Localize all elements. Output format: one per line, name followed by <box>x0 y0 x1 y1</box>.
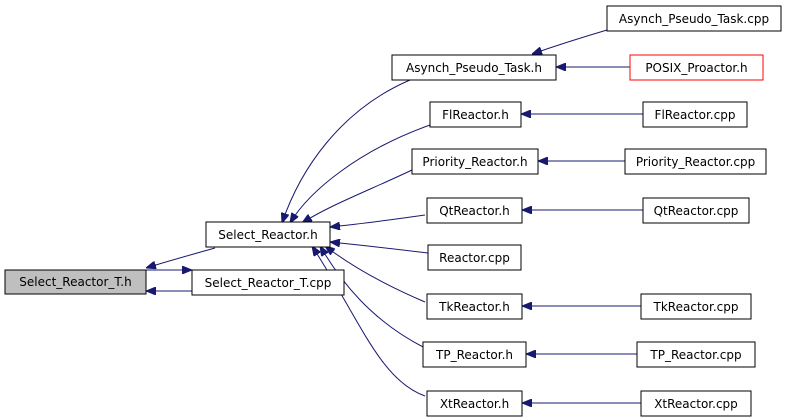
nodes: Select_Reactor_T.h Select_Reactor.h Sele… <box>4 5 782 417</box>
edge-asynch-pseudo-task-h-to-select-reactor-h <box>282 79 411 223</box>
node-qtreactor-cpp[interactable]: QtReactor.cpp <box>642 197 750 224</box>
node-tp-reactor-h[interactable]: TP_Reactor.h <box>422 341 527 368</box>
node-label: POSIX_Proactor.h <box>645 61 747 75</box>
node-label: TkReactor.cpp <box>653 300 739 314</box>
node-asynch-pseudo-task-cpp[interactable]: Asynch_Pseudo_Task.cpp <box>606 5 782 32</box>
node-label: Select_Reactor.h <box>218 228 317 242</box>
node-label: QtReactor.h <box>439 204 510 218</box>
edge-xtreactor-h-to-select-reactor-h <box>312 246 426 397</box>
node-label: FlReactor.h <box>442 108 509 122</box>
node-select-reactor-t-cpp[interactable]: Select_Reactor_T.cpp <box>191 269 345 296</box>
edges <box>146 29 643 403</box>
node-label: TkReactor.h <box>438 300 510 314</box>
node-label: Asynch_Pseudo_Task.h <box>406 61 542 75</box>
node-tkreactor-h[interactable]: TkReactor.h <box>426 293 523 320</box>
node-xtreactor-cpp[interactable]: XtReactor.cpp <box>640 390 752 417</box>
node-reactor-cpp[interactable]: Reactor.cpp <box>427 244 522 271</box>
node-xtreactor-h[interactable]: XtReactor.h <box>426 390 523 417</box>
node-select-reactor-t-h[interactable]: Select_Reactor_T.h <box>4 269 147 295</box>
node-label: XtReactor.h <box>440 397 509 411</box>
node-flreactor-cpp[interactable]: FlReactor.cpp <box>642 101 748 128</box>
edge-asynch-pseudo-task-cpp-to-asynch-pseudo-task-h <box>532 29 608 54</box>
node-priority-reactor-cpp[interactable]: Priority_Reactor.cpp <box>624 148 767 175</box>
node-asynch-pseudo-task-h[interactable]: Asynch_Pseudo_Task.h <box>391 54 557 81</box>
node-label: Select_Reactor_T.cpp <box>205 276 332 290</box>
node-label: Asynch_Pseudo_Task.cpp <box>619 12 769 26</box>
node-select-reactor-h[interactable]: Select_Reactor.h <box>205 221 331 248</box>
node-label: TP_Reactor.h <box>435 348 513 362</box>
node-label: Select_Reactor_T.h <box>19 275 131 289</box>
edge-reactor-cpp-to-select-reactor-h <box>330 242 429 254</box>
node-qtreactor-h[interactable]: QtReactor.h <box>426 197 523 224</box>
node-label: XtReactor.cpp <box>654 397 738 411</box>
edge-tkreactor-h-to-select-reactor-h <box>325 246 426 303</box>
node-flreactor-h[interactable]: FlReactor.h <box>429 101 522 128</box>
edge-tp-reactor-h-to-select-reactor-h <box>320 246 426 349</box>
node-label: Priority_Reactor.cpp <box>636 155 755 169</box>
node-tkreactor-cpp[interactable]: TkReactor.cpp <box>640 293 752 320</box>
edge-select-reactor-h-to-select-reactor-t-h <box>146 247 216 268</box>
node-label: TP_Reactor.cpp <box>649 348 741 362</box>
node-priority-reactor-h[interactable]: Priority_Reactor.h <box>411 148 539 175</box>
node-label: QtReactor.cpp <box>654 204 739 218</box>
node-label: FlReactor.cpp <box>655 108 736 122</box>
node-posix-proactor-h[interactable]: POSIX_Proactor.h <box>629 54 764 81</box>
edge-flreactor-h-to-select-reactor-h <box>290 124 431 223</box>
edge-qtreactor-h-to-select-reactor-h <box>330 214 426 227</box>
node-label: Priority_Reactor.h <box>422 155 527 169</box>
edge-priority-reactor-h-to-select-reactor-h <box>302 169 413 223</box>
node-label: Reactor.cpp <box>439 251 510 265</box>
node-tp-reactor-cpp[interactable]: TP_Reactor.cpp <box>636 341 756 368</box>
